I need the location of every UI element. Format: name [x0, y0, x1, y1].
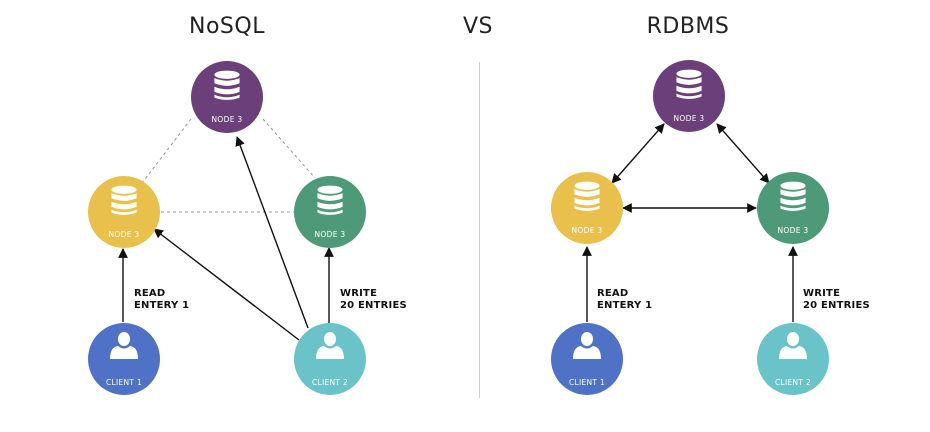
rdbms-node-right: NODE 3: [757, 172, 829, 244]
nosql-write-arrow-top: [235, 136, 309, 329]
client-label: CLIENT 1: [569, 378, 605, 387]
nosql-client-1: CLIENT 1: [88, 323, 160, 395]
rdbms-write-label-line1: WRITE: [803, 288, 840, 299]
nosql-client-2: CLIENT 2: [294, 323, 366, 395]
nosql-read-label-line2: ENTERY 1: [134, 300, 189, 311]
client-label: CLIENT 2: [312, 378, 348, 387]
nosql-node-right: NODE 3: [294, 176, 366, 248]
client-label: CLIENT 1: [106, 378, 142, 387]
rdbms-write-label-line2: 20 ENTRIES: [803, 300, 870, 311]
node-label: NODE 3: [778, 226, 809, 235]
rdbms-link-top-left: [611, 123, 665, 184]
node-label: NODE 3: [212, 115, 243, 124]
nosql-dashed-top-left: [141, 118, 192, 184]
node-label: NODE 3: [572, 226, 603, 235]
rdbms-client-2: CLIENT 2: [757, 323, 829, 395]
nosql-node-top: NODE 3: [191, 61, 263, 133]
center-divider: [479, 62, 480, 398]
nosql-write-arrow-left: [153, 228, 300, 341]
client-label: CLIENT 2: [775, 378, 811, 387]
nosql-title: NoSQL: [189, 14, 265, 39]
node-label: NODE 3: [315, 230, 346, 239]
rdbms-node-left: NODE 3: [551, 172, 623, 244]
node-label: NODE 3: [674, 114, 705, 123]
nosql-dashed-top-right: [262, 118, 316, 179]
nosql-node-left: NODE 3: [88, 176, 160, 248]
node-label: NODE 3: [109, 230, 140, 239]
rdbms-read-label-line2: ENTERY 1: [597, 300, 652, 311]
vs-title: VS: [462, 14, 494, 39]
rdbms-title: RDBMS: [646, 14, 730, 39]
rdbms-node-top: NODE 3: [653, 60, 725, 132]
nosql-diagram: NODE 3 NODE 3 NODE 3 CLIENT 1 CLIENT 2 R…: [88, 61, 407, 395]
nosql-write-label-line2: 20 ENTRIES: [340, 300, 407, 311]
nosql-write-label-line1: WRITE: [340, 288, 377, 299]
nosql-read-label-line1: READ: [134, 288, 165, 299]
rdbms-link-top-right: [716, 123, 770, 184]
rdbms-client-1: CLIENT 1: [551, 323, 623, 395]
rdbms-read-label-line1: READ: [597, 288, 628, 299]
rdbms-diagram: NODE 3 NODE 3 NODE 3 CLIENT 1 CLIENT 2 R…: [551, 60, 870, 395]
